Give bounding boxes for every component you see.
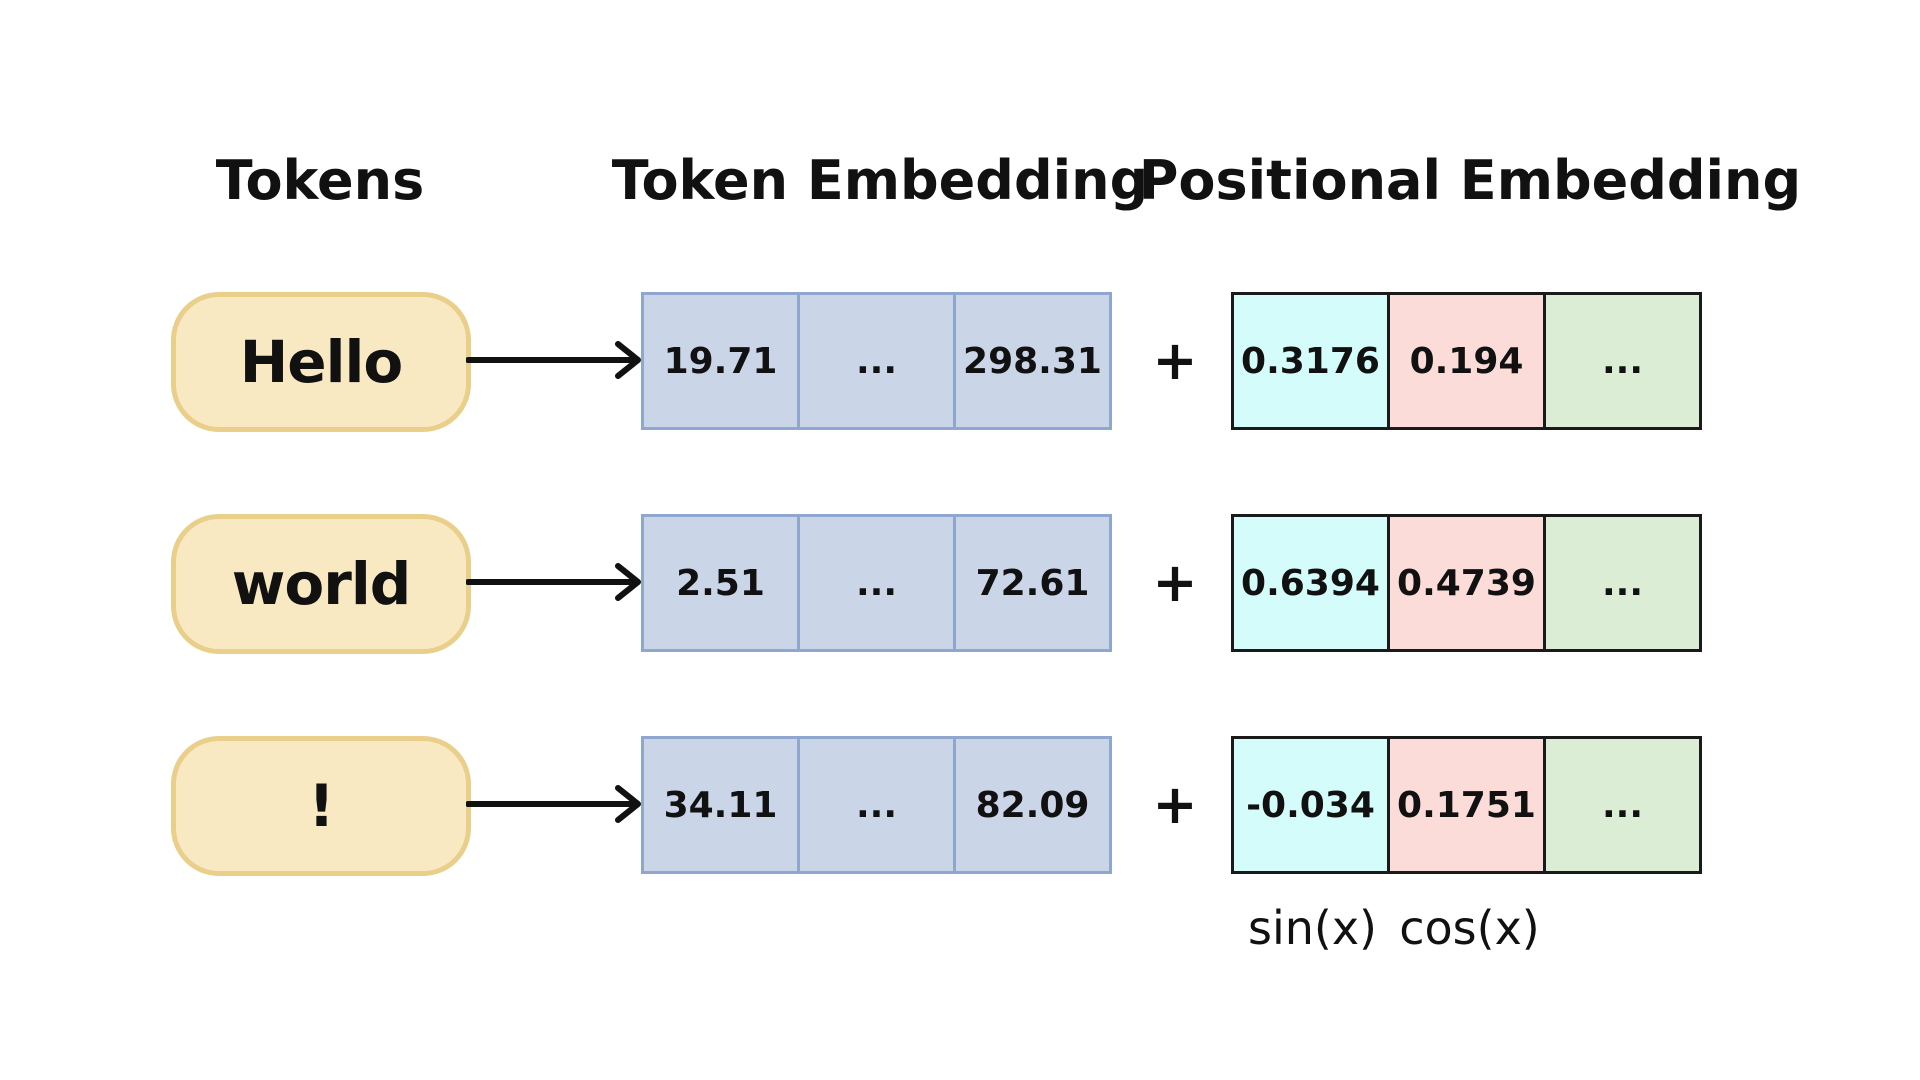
token-pill: ! (171, 736, 471, 876)
token-embedding-value: 72.61 (975, 562, 1090, 604)
tokens-header: Tokens (215, 148, 425, 212)
plus-operator: + (1152, 550, 1198, 614)
positional-embedding-vector: 0.6394 0.4739 ... (1231, 514, 1702, 652)
positional-embedding-header: Positional Embedding (1138, 148, 1802, 212)
positional-sin-value: 0.6394 (1234, 517, 1390, 649)
token-embedding-vector: 19.71 ... 298.31 (641, 292, 1112, 430)
cos-function-label: cos(x) (1399, 901, 1540, 955)
arrow-right-icon (466, 341, 641, 379)
token-embedding-vector: 2.51 ... 72.61 (641, 514, 1112, 652)
positional-embedding-vector: 0.3176 0.194 ... (1231, 292, 1702, 430)
positional-cos-value: 0.4739 (1390, 517, 1546, 649)
positional-cos-value: 0.194 (1390, 295, 1546, 427)
positional-embedding-vector: -0.034 0.1751 ... (1231, 736, 1702, 874)
arrow-right-icon (466, 563, 641, 601)
token-row: ! 34.11 ... 82.09 + -0.034 0.1751 ... (0, 736, 1920, 876)
token-pill: world (171, 514, 471, 654)
arrow-right-icon (466, 785, 641, 823)
token-embedding-value: 2.51 (644, 517, 800, 649)
positional-cos-value: 0.1751 (1390, 739, 1546, 871)
token-pill: Hello (171, 292, 471, 432)
token-embedding-value: 82.09 (975, 784, 1090, 826)
token-embedding-vector: 34.11 ... 82.09 (641, 736, 1112, 874)
plus-operator: + (1152, 328, 1198, 392)
token-row: world 2.51 ... 72.61 + 0.6394 0.4739 ... (0, 514, 1920, 654)
token-embedding-ellipsis: ... (800, 517, 956, 649)
positional-ellipsis: ... (1546, 517, 1699, 649)
token-embedding-value: 34.11 (644, 739, 800, 871)
positional-sin-value: 0.3176 (1234, 295, 1390, 427)
positional-sin-value: -0.034 (1234, 739, 1390, 871)
sin-function-label: sin(x) (1247, 901, 1377, 955)
positional-ellipsis: ... (1546, 739, 1699, 871)
positional-ellipsis: ... (1546, 295, 1699, 427)
token-embedding-ellipsis: ... (800, 295, 956, 427)
token-embedding-ellipsis: ... (800, 739, 956, 871)
token-row: Hello 19.71 ... 298.31 + 0.3176 0.194 ..… (0, 292, 1920, 432)
token-embedding-value: 19.71 (644, 295, 800, 427)
token-embedding-header: Token Embedding (611, 148, 1149, 212)
plus-operator: + (1152, 772, 1198, 836)
token-embedding-value: 298.31 (963, 340, 1102, 382)
